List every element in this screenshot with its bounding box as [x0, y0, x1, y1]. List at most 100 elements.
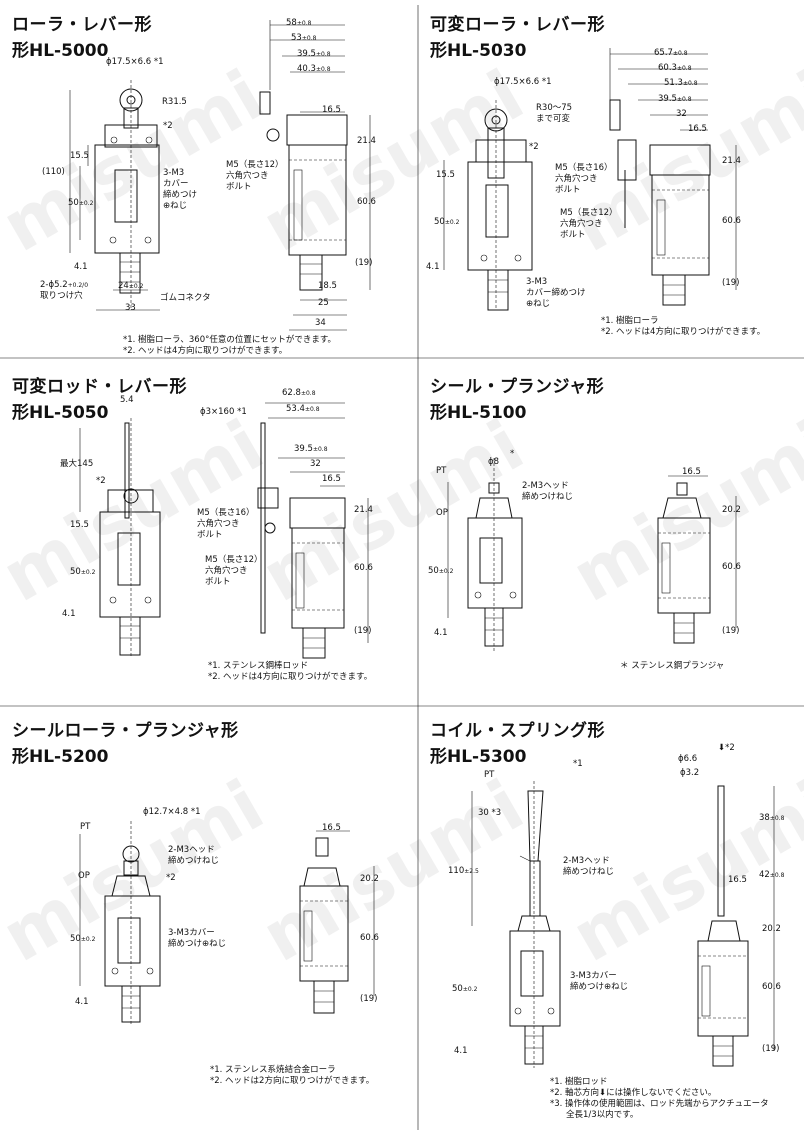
dim-39-5: 39.5±0.8 [294, 444, 328, 454]
label-star2: *2 [166, 873, 176, 883]
dim-d6-6: ϕ6.6 [678, 754, 698, 764]
label-roller: ϕ12.7×4.8 *1 [143, 807, 201, 817]
dim-60-6: 60.6 [762, 982, 781, 992]
label-m5-16: M5（長さ16）六角穴つきボルト [555, 163, 613, 195]
panel-model: 形HL-5300 [430, 747, 527, 767]
dim-33: 33 [125, 303, 136, 313]
panel-hl-5100: シール・プランジャ形 形HL-5100 PT OP ϕ8 * 2-M3ヘッド締め… [418, 358, 804, 706]
note-2: *2. ヘッドは2方向に取りつけができます。 [210, 1076, 375, 1086]
dim-50: 50±0.2 [452, 984, 478, 994]
dim-39-5: 39.5±0.8 [297, 49, 331, 59]
dim-15-5: 15.5 [70, 520, 89, 530]
dim-d3-2: ϕ3.2 [680, 768, 700, 778]
label-m5-12: M5（長さ12）六角穴つきボルト [560, 208, 618, 240]
dim-50: 50±0.2 [68, 198, 94, 208]
dim-50: 50±0.2 [70, 934, 96, 944]
label-star2: *2 [163, 121, 173, 131]
note-4: 全長1/3以内です。 [566, 1110, 639, 1120]
label-star2: *2 [96, 476, 106, 486]
dim-19: (19) [722, 626, 740, 636]
note-1: *1. ステンレス鋼棒ロッド [208, 661, 309, 671]
panel-title: 可変ローラ・レバー形 [430, 15, 605, 35]
panel-hl-5050: 可変ロッド・レバー形 形HL-5050 5.4 最大145 *2 15.5 50… [0, 358, 418, 706]
panel-title: 可変ロッド・レバー形 [12, 377, 187, 397]
label-m5-12: M5（長さ12）六角穴つきボルト [205, 555, 263, 587]
label-pt: PT [436, 466, 447, 476]
label-2-m3: 2-M3ヘッド締めつけねじ [522, 481, 574, 502]
dim-4-1: 4.1 [74, 262, 88, 272]
dim-20-2: 20.2 [360, 874, 379, 884]
note-1: *1. 樹脂ローラ [601, 316, 659, 326]
dim-60-6: 60.6 [354, 563, 373, 573]
dim-110: (110) [42, 167, 65, 177]
dim-39-5: 39.5±0.8 [658, 94, 692, 104]
dim-16-5: 16.5 [322, 105, 341, 115]
dim-60-6: 60.6 [722, 562, 741, 572]
label-op: OP [78, 871, 90, 881]
label-pt: PT [80, 822, 91, 832]
panel-title: シール・プランジャ形 [430, 377, 605, 397]
dim-20-2: 20.2 [762, 924, 781, 934]
dim-60-6: 60.6 [360, 933, 379, 943]
dim-60-6: 60.6 [357, 197, 376, 207]
dim-5-4: 5.4 [120, 395, 134, 405]
panel-hl-5200: シールローラ・プランジャ形 形HL-5200 ϕ12.7×4.8 *1 PT O… [0, 706, 418, 1135]
dim-15-5: 15.5 [70, 151, 89, 161]
dim-60-3: 60.3±0.8 [658, 63, 692, 73]
dim-16-5: 16.5 [688, 124, 707, 134]
label-3-m3: 3-M3カバー締めつけ⊕ねじ [570, 971, 629, 992]
dim-19: (19) [722, 278, 740, 288]
panel-hl-5000: ローラ・レバー形 形HL-5000 [0, 0, 418, 358]
dim-4-1: 4.1 [454, 1046, 468, 1056]
dim-16-5: 16.5 [682, 467, 701, 477]
label-m5-16: M5（長さ16）六角穴つきボルト [197, 508, 255, 540]
drawing-hl-5100 [447, 458, 737, 653]
label-rod: ϕ3×160 *1 [200, 407, 247, 417]
dim-19: (19) [354, 626, 372, 636]
dim-53-4: 53.4±0.8 [286, 404, 320, 414]
dim-110: 110±2.5 [448, 866, 479, 876]
dim-32: 32 [676, 109, 687, 119]
label-star2: *2 [529, 142, 539, 152]
dim-21-4: 21.4 [722, 156, 741, 166]
panel-title: ローラ・レバー形 [12, 15, 152, 35]
dim-19: (19) [762, 1044, 780, 1054]
drawing-hl-5200 [79, 821, 375, 1026]
dim-62-8: 62.8±0.8 [282, 388, 316, 398]
dim-51-3: 51.3±0.8 [664, 78, 698, 88]
dim-60-6: 60.6 [722, 216, 741, 226]
dim-32: 32 [310, 459, 321, 469]
dim-40-3: 40.3±0.8 [297, 64, 331, 74]
dim-30: 30 *3 [478, 808, 502, 818]
dim-4-1: 4.1 [426, 262, 440, 272]
drawing-hl-5300 [471, 781, 775, 1068]
note-1: *1. 樹脂ローラ、360°任意の位置にセットができます。 [123, 335, 337, 345]
note-2: *2. ヘッドは4方向に取りつけができます。 [208, 672, 373, 682]
dim-16-5: 16.5 [322, 474, 341, 484]
drawing-hl-5050 [79, 402, 369, 659]
panel-title: シールローラ・プランジャ形 [12, 721, 239, 741]
dim-50: 50±0.2 [434, 217, 460, 227]
panel-model: 形HL-5030 [430, 41, 527, 61]
arrow-icon: ⬇*2 [718, 743, 735, 753]
note-1: *1. ステンレス系焼結合金ローラ [210, 1065, 336, 1075]
label-op: OP [436, 508, 448, 518]
label-2-m3: 2-M3ヘッド締めつけねじ [168, 845, 220, 866]
panel-model: 形HL-5200 [12, 747, 109, 767]
label-2-m3: 2-M3ヘッド締めつけねじ [563, 856, 615, 877]
panel-title: コイル・スプリング形 [430, 721, 605, 741]
label-star: * [510, 449, 515, 459]
dim-19: (19) [355, 258, 373, 268]
note-2: *2. ヘッドは4方向に取りつけができます。 [123, 346, 288, 356]
dim-65-7: 65.7±0.8 [654, 48, 688, 58]
drawing-hl-5030 [443, 48, 737, 311]
panel-model: 形HL-5100 [430, 403, 527, 423]
dim-16-5: 16.5 [322, 823, 341, 833]
note-2: *2. ヘッドは4方向に取りつけができます。 [601, 327, 766, 337]
